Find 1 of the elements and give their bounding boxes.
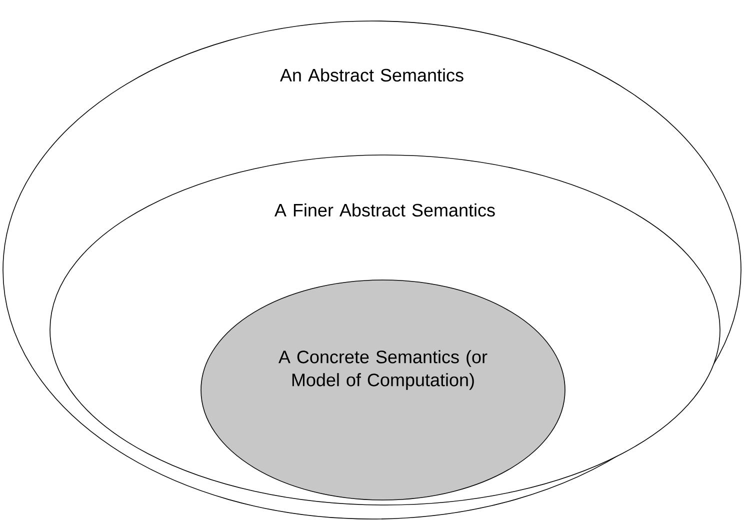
ellipse-region: A Concrete Semantics (or Model of Computation) — [200, 280, 566, 500]
